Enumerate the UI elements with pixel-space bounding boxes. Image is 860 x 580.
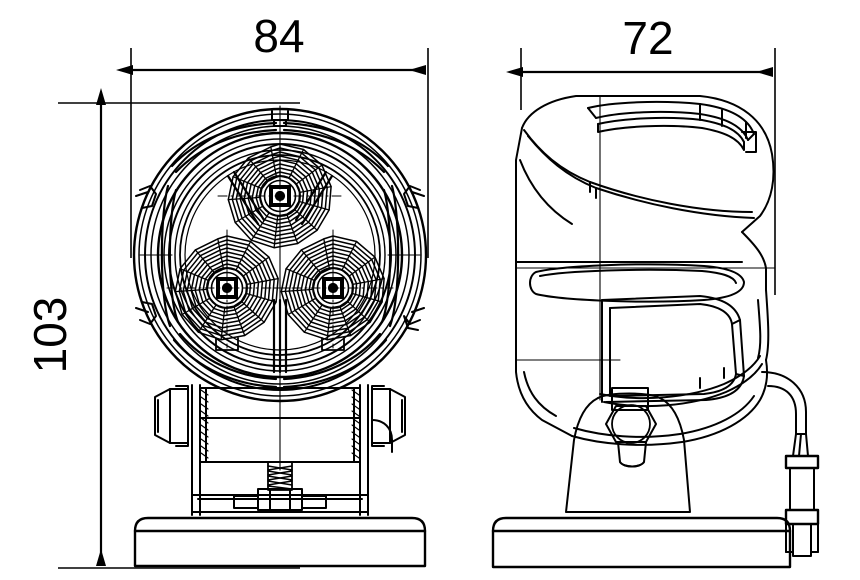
lower-body <box>601 295 745 403</box>
base-plate <box>491 516 792 569</box>
side-view <box>491 95 820 569</box>
dimension-width-84: 84 <box>116 10 429 258</box>
led-reflector-bottom-left <box>166 229 290 349</box>
led-reflector-top <box>217 135 343 257</box>
guard-ribs <box>160 121 400 389</box>
pivot-hex-bolt <box>605 387 657 468</box>
dimension-label-depth: 72 <box>622 12 673 64</box>
bezel-clips <box>135 185 425 331</box>
cable-connector <box>784 433 820 557</box>
dimension-depth-72: 72 <box>506 12 776 295</box>
bracket-stem <box>565 392 691 513</box>
dimension-label-height: 103 <box>24 297 76 374</box>
base-hex-nut <box>233 488 327 511</box>
mid-fin <box>529 263 745 303</box>
front-view <box>132 105 428 568</box>
pivot-nut-left <box>154 385 189 447</box>
reflector-feet <box>215 337 345 351</box>
base-plate <box>133 516 427 568</box>
hinge-knurl <box>200 389 360 459</box>
pivot-nut-right <box>371 385 406 453</box>
lamp-body-heatsink <box>515 95 775 291</box>
mounting-bracket <box>191 384 369 516</box>
dimension-label-width: 84 <box>253 10 304 62</box>
led-reflector-bottom-right <box>272 229 394 349</box>
dimension-height-103: 103 <box>24 88 300 569</box>
